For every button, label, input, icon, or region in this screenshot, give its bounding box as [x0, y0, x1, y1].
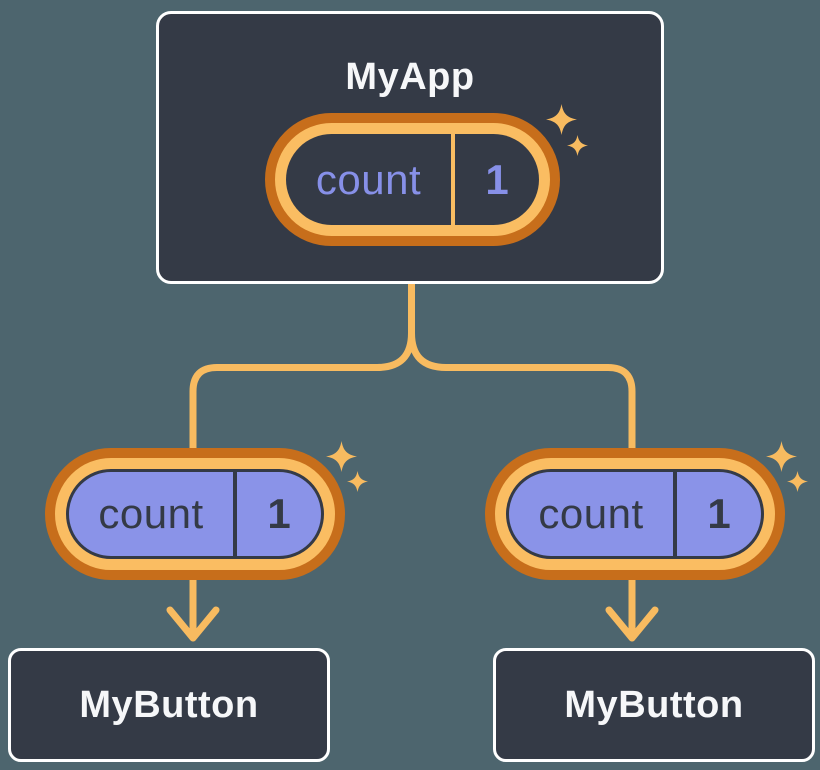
component-node-mybutton-left: MyButton: [8, 648, 330, 762]
state-value: 1: [485, 155, 509, 203]
arrow-down-icon: [166, 606, 220, 642]
sparkle-icon: [766, 441, 797, 472]
state-pill-root: count 1: [265, 113, 560, 246]
state-name: count: [315, 155, 422, 203]
state-divider: [233, 472, 237, 556]
state-divider: [451, 134, 455, 225]
sparkle-icon: [347, 471, 368, 492]
state-divider: [673, 472, 677, 556]
connector-branch-right: [408, 277, 636, 641]
state-pill-left-child: count 1: [45, 448, 345, 580]
sparkle-icon: [567, 135, 588, 156]
sparkle-icon: [787, 471, 808, 492]
component-node-mybutton-right: MyButton: [493, 648, 815, 762]
state-value: 1: [267, 490, 291, 537]
state-value: 1: [707, 490, 731, 537]
component-label: MyButton: [564, 683, 744, 726]
state-pill-core: count 1: [286, 134, 539, 225]
component-label: MyButton: [79, 683, 259, 726]
state-pill-right-child: count 1: [485, 448, 785, 580]
state-pill-core: count 1: [506, 469, 764, 559]
state-name: count: [98, 490, 204, 537]
sparkle-icon: [546, 104, 577, 135]
state-pill-core: count 1: [66, 469, 324, 559]
sparkle-icon: [326, 441, 357, 472]
arrow-down-icon: [605, 606, 659, 642]
component-label: MyApp: [345, 56, 475, 98]
state-name: count: [538, 490, 644, 537]
